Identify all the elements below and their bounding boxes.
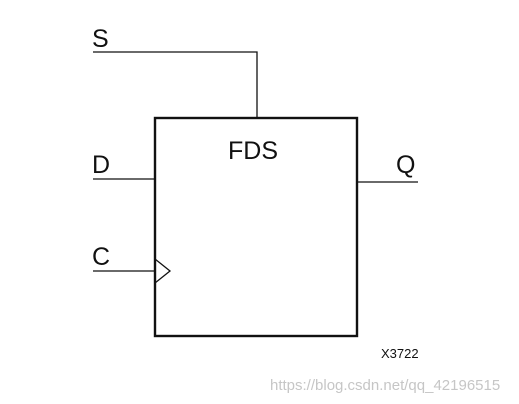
set-pin-label: S (92, 25, 109, 53)
clock-edge-indicator (154, 258, 172, 284)
block-name: FDS (228, 137, 278, 165)
figure-id: X3722 (381, 346, 419, 361)
watermark: https://blog.csdn.net/qq_42196515 (270, 377, 500, 394)
output-pin-label: Q (396, 151, 415, 179)
set-wire (93, 51, 258, 118)
data-pin-label: D (92, 151, 110, 179)
flip-flop-block (153, 116, 359, 338)
clock-pin-label: C (92, 243, 110, 271)
